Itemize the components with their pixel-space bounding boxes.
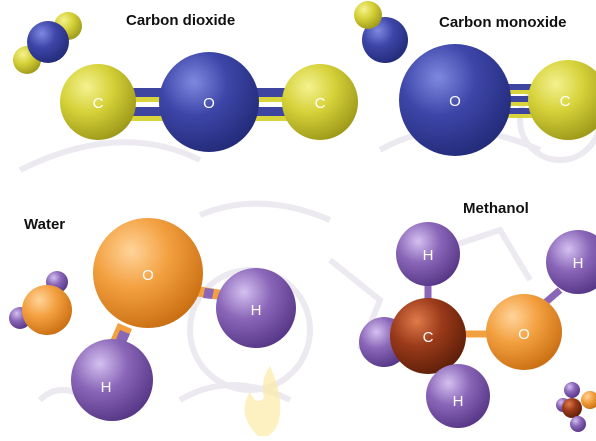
co-bond <box>500 84 538 118</box>
water-atom-hydrogen-bottom: H <box>71 339 153 421</box>
methanol-molecule: H C O H H <box>359 222 596 432</box>
co2-atom-left-label: C <box>93 95 104 112</box>
co2-atom-center: O <box>159 52 259 152</box>
carbon-monoxide-title: Carbon monoxide <box>439 14 567 31</box>
methanol-atom-hydrogen-oxygen: H <box>546 230 596 294</box>
methanol-atom-hydrogen-top-label: H <box>423 247 434 264</box>
methanol-title: Methanol <box>463 200 529 217</box>
water-atom-hydrogen-right-label: H <box>251 302 262 319</box>
co2-atom-right-label: C <box>315 95 326 112</box>
water-atom-oxygen-label: O <box>142 267 154 284</box>
co2-bond-left <box>130 88 170 121</box>
co-atom-left-label: O <box>449 93 461 110</box>
methanol-mini-model <box>556 382 596 432</box>
co2-atom-center-label: O <box>203 95 215 112</box>
methanol-atom-carbon: C <box>390 298 466 374</box>
co-mini-model <box>354 1 408 63</box>
methanol-atom-oxygen-label: O <box>518 326 530 343</box>
water-bond-oh-right <box>194 286 222 300</box>
methanol-atom-hydrogen-bottom: H <box>426 364 490 428</box>
co-atom-right-label: C <box>560 93 571 110</box>
water-atom-hydrogen-right: H <box>216 268 296 348</box>
methanol-atom-hydrogen-top: H <box>396 222 460 286</box>
water-mini-model <box>9 271 72 335</box>
co2-mini-model <box>13 12 82 74</box>
carbon-monoxide-molecule: O C <box>354 1 596 156</box>
water-molecule: O H H <box>9 218 296 421</box>
methanol-atom-hydrogen-oxygen-label: H <box>573 255 584 272</box>
water-atom-hydrogen-bottom-label: H <box>101 379 112 396</box>
co-atom-right: C <box>528 60 596 140</box>
water-atom-oxygen: O <box>93 218 203 328</box>
co2-bond-right <box>252 88 292 121</box>
background-flame-icon <box>244 366 281 436</box>
co2-atom-left: C <box>60 64 136 140</box>
methanol-atom-hydrogen-bottom-label: H <box>453 393 464 410</box>
carbon-dioxide-title: Carbon dioxide <box>126 12 236 29</box>
carbon-dioxide-molecule: C O C <box>13 12 358 152</box>
methanol-atom-oxygen: O <box>486 294 562 370</box>
co2-atom-right: C <box>282 64 358 140</box>
methanol-atom-carbon-label: C <box>423 329 434 346</box>
co-atom-left: O <box>399 44 511 156</box>
water-title: Water <box>24 216 66 233</box>
